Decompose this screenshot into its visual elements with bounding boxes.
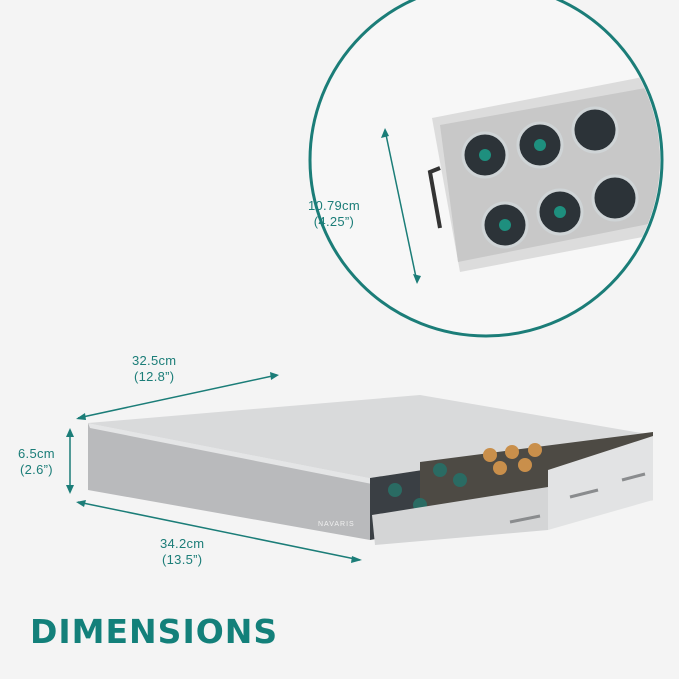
- drawer-height-imperial: (4.25”): [313, 214, 355, 229]
- drawer-height-label: 10.79cm (4.25”): [308, 198, 360, 230]
- measurement-arrows: [69, 374, 361, 561]
- depth-label: 32.5cm (12.8”): [132, 353, 176, 385]
- zoom-detail-circle: [308, 0, 664, 338]
- coffee-drawer-organizer: [88, 395, 653, 545]
- height-label: 6.5cm (2.6”): [18, 446, 55, 478]
- width-imperial: (13.5”): [162, 552, 203, 567]
- page-title: DIMENSIONS: [30, 612, 279, 651]
- width-metric: 34.2cm: [160, 536, 205, 551]
- brand-logo: NAVARIS: [318, 521, 355, 528]
- height-imperial: (2.6”): [20, 462, 53, 477]
- width-label: 34.2cm (13.5”): [160, 536, 204, 568]
- height-metric: 6.5cm: [18, 446, 55, 461]
- depth-metric: 32.5cm: [132, 353, 177, 368]
- depth-imperial: (12.8”): [134, 369, 175, 384]
- drawer-height-metric: 10.79cm: [308, 198, 360, 213]
